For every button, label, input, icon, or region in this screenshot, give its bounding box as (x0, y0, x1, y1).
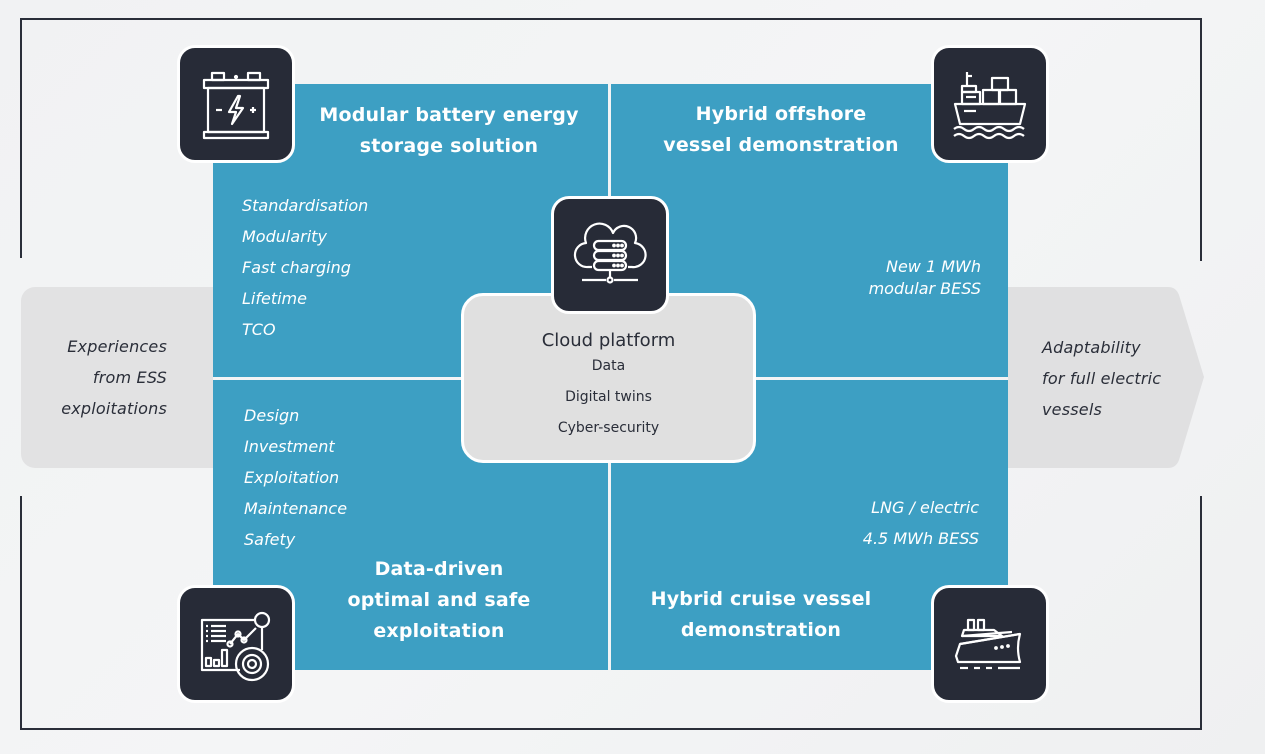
list-item: Standardisation (242, 196, 369, 215)
frame-left-lower (20, 496, 22, 730)
feature-list: Standardisation Modularity Fast charging… (242, 190, 368, 345)
input-line: from ESS (92, 368, 167, 387)
output-line: for full electric (1042, 369, 1162, 388)
cloud-server-icon (551, 196, 669, 314)
title-line: storage solution (359, 135, 539, 157)
input-line: exploitations (61, 399, 167, 418)
output-line: vessels (1042, 400, 1103, 419)
output-line: Adaptability (1042, 338, 1141, 357)
title-line: Modular battery energy (319, 104, 579, 126)
title-line: Data-driven (374, 558, 504, 580)
title-line: vessel demonstration (663, 134, 899, 156)
list-item: Safety (244, 530, 296, 549)
list-item: Fast charging (242, 258, 351, 277)
analytics-dashboard-icon (177, 585, 295, 703)
title-line: Hybrid cruise vessel (650, 588, 872, 610)
cloud-platform-box: Cloud platform Data Digital twins Cyber-… (461, 293, 756, 463)
quadrant-title: Data-driven optimal and safe exploitatio… (319, 554, 559, 647)
frame-right-lower (1200, 496, 1202, 730)
input-box: Experiences from ESS exploitations (21, 287, 213, 468)
frame-bottom (20, 728, 1202, 730)
list-item: TCO (242, 320, 276, 339)
quadrant-title: Hybrid cruise vessel demonstration (641, 584, 881, 646)
quadrant-note: New 1 MWh modular BESS (869, 256, 981, 300)
list-item: Modularity (242, 227, 327, 246)
list-item: Lifetime (242, 289, 307, 308)
note-line: modular BESS (868, 279, 981, 298)
cloud-platform-item: Digital twins (565, 389, 652, 405)
quadrant-title: Modular battery energy storage solution (309, 100, 589, 162)
note-line: 4.5 MWh BESS (862, 529, 979, 548)
cloud-platform-title: Cloud platform (541, 330, 676, 351)
list-item: Design (244, 406, 300, 425)
title-line: Hybrid offshore (695, 103, 867, 125)
quadrant-note: LNG / electric 4.5 MWh BESS (863, 492, 979, 554)
frame-right-upper (1200, 18, 1202, 261)
title-line: optimal and safe (347, 589, 531, 611)
feature-list: Design Investment Exploitation Maintenan… (244, 400, 347, 555)
title-line: demonstration (680, 619, 842, 641)
battery-icon (177, 45, 295, 163)
quadrant-title: Hybrid offshore vessel demonstration (641, 99, 921, 161)
list-item: Maintenance (244, 499, 348, 518)
arrow-shape (1008, 287, 1204, 468)
cloud-platform-item: Data (591, 358, 626, 374)
frame-left-upper (20, 18, 22, 258)
cloud-platform-item: Cyber-security (557, 420, 660, 436)
frame-top (20, 18, 1202, 20)
input-line: Experiences (67, 337, 167, 356)
cargo-ship-icon (931, 45, 1049, 163)
note-line: New 1 MWh (885, 257, 981, 276)
cruise-ship-icon (931, 585, 1049, 703)
output-arrow: Adaptability for full electric vessels (1008, 287, 1204, 468)
list-item: Exploitation (244, 468, 340, 487)
list-item: Investment (244, 437, 335, 456)
quadrant-offshore-vessel: Hybrid offshore vessel demonstration New… (611, 84, 1008, 377)
note-line: LNG / electric (871, 498, 979, 517)
title-line: exploitation (373, 620, 505, 642)
